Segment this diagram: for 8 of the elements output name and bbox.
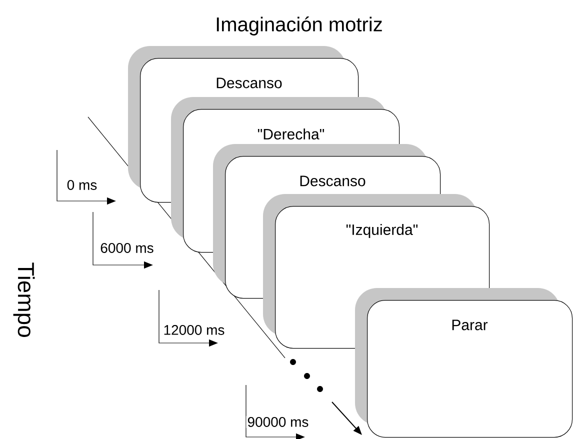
time-label: 90000 ms	[246, 416, 310, 428]
node-label: Descanso	[216, 78, 282, 88]
axis-label: Tiempo	[13, 262, 35, 337]
time-label: 0 ms	[66, 179, 98, 191]
time-label: 12000 ms	[162, 324, 226, 336]
title: Imaginación motriz	[216, 16, 382, 36]
card: Parar	[355, 288, 573, 438]
time-label: 6000 ms	[99, 242, 155, 254]
